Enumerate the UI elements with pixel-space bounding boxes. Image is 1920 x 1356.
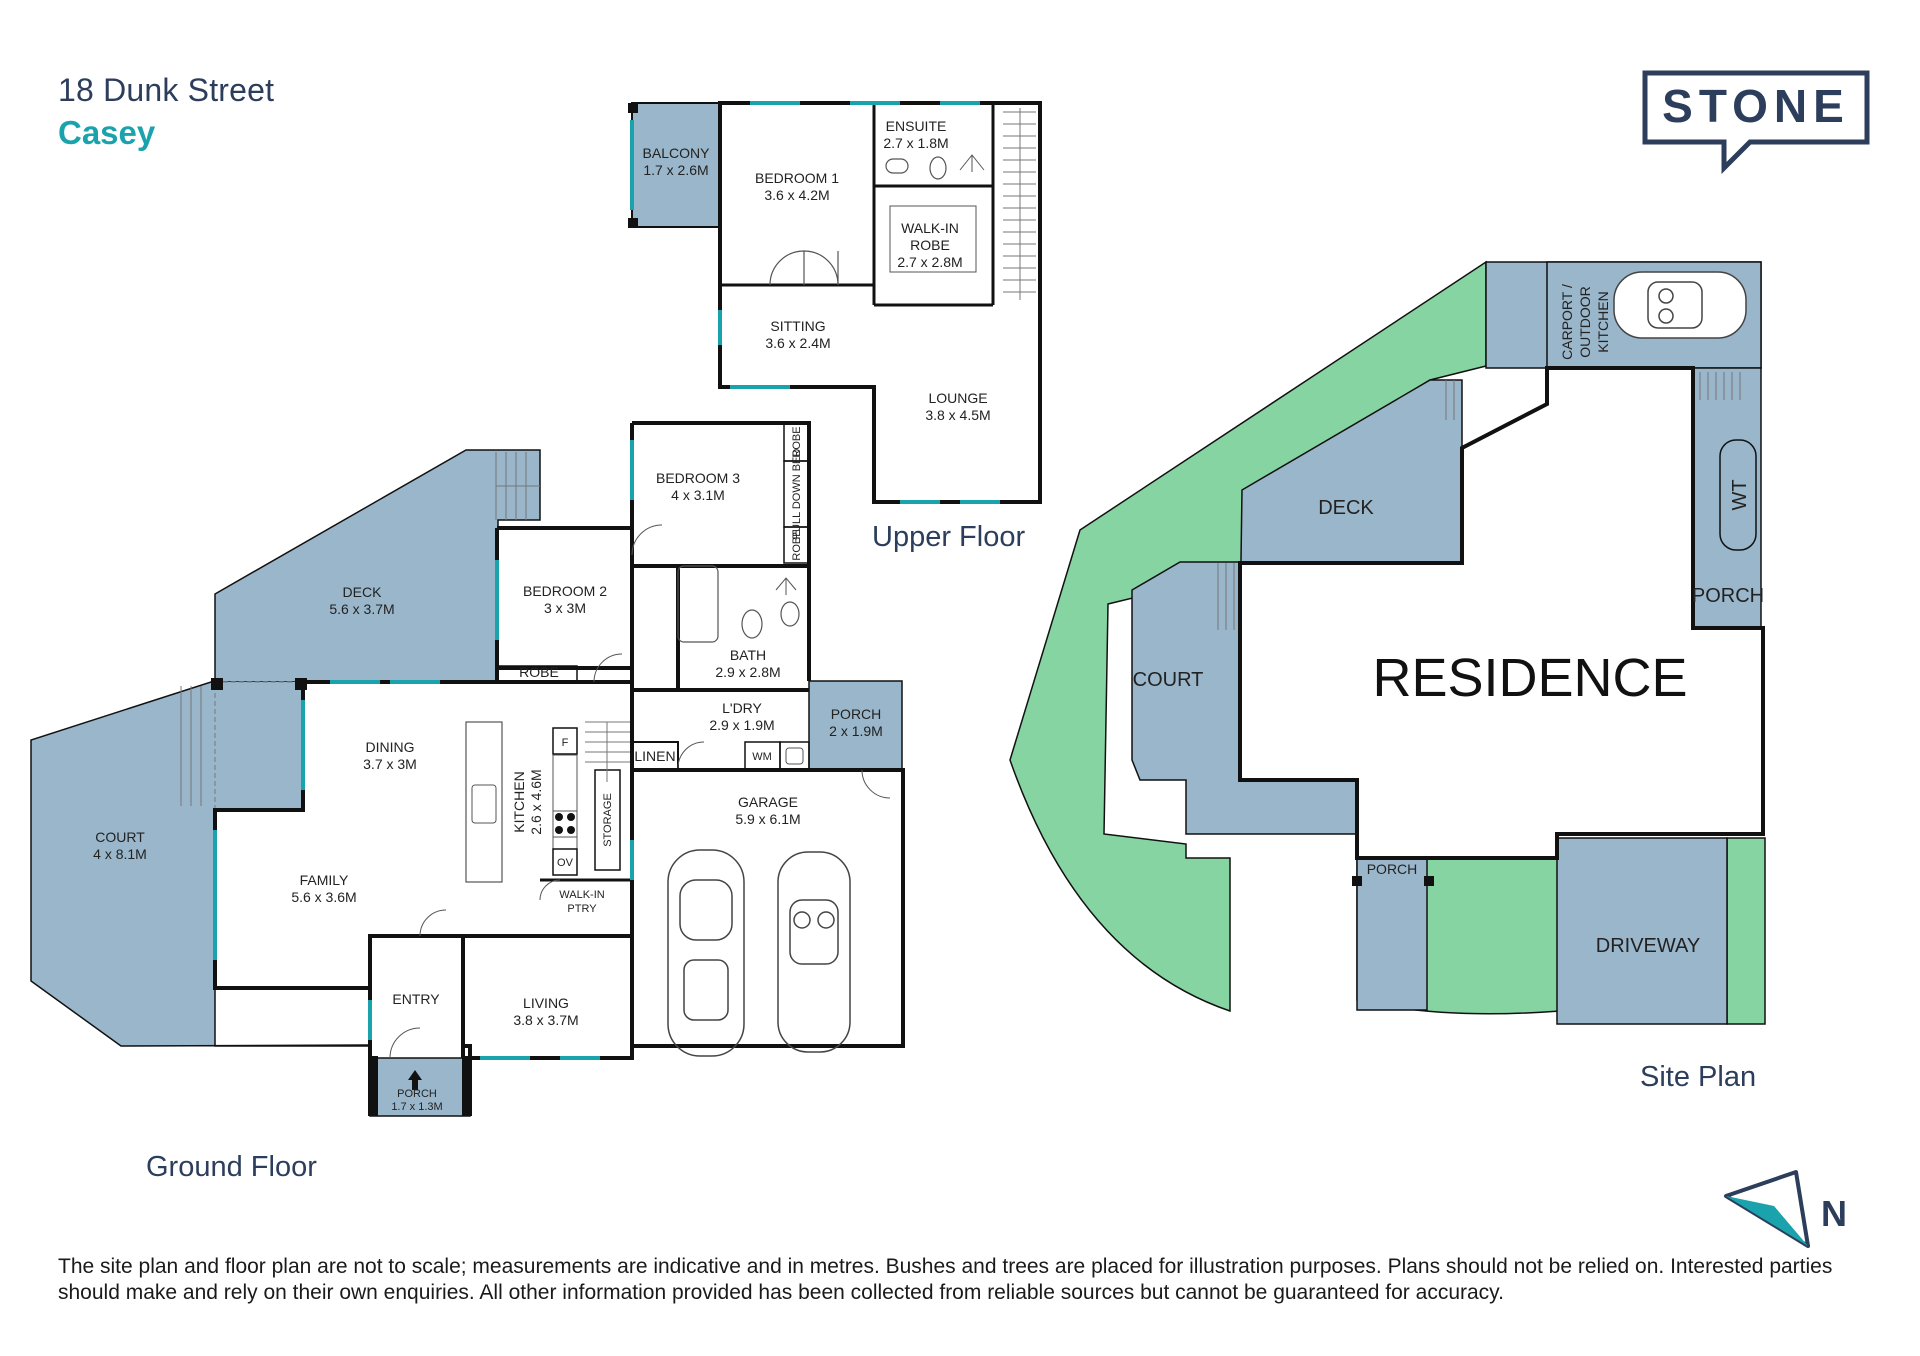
label-residence: RESIDENCE <box>1372 648 1687 708</box>
label-family-size: 5.6 x 3.6M <box>291 889 356 905</box>
label-laundry: L'DRY <box>722 700 762 716</box>
label-lounge: LOUNGE <box>928 390 987 406</box>
label-family: FAMILY <box>300 872 349 888</box>
title-site-plan: Site Plan <box>1640 1061 1756 1093</box>
label-pantry: WALK-IN <box>559 889 604 901</box>
site-garden-east <box>1726 837 1766 1025</box>
label-balcony: BALCONY <box>643 145 711 161</box>
property-suburb: Casey <box>58 114 156 151</box>
label-kitchen: KITCHEN <box>511 771 527 832</box>
label-bedroom3-size: 4 x 3.1M <box>671 487 725 503</box>
upper-floor-outline <box>718 101 1042 504</box>
label-bath: BATH <box>730 647 766 663</box>
site-water-tank <box>1719 439 1757 551</box>
label-site-carport-2: OUTDOOR <box>1577 286 1593 358</box>
label-living-size: 3.8 x 3.7M <box>513 1012 578 1028</box>
label-kitchen-size: 2.6 x 4.6M <box>528 769 544 834</box>
disclaimer-text: The site plan and floor plan are not to … <box>58 1255 1833 1304</box>
label-court: COURT <box>95 829 145 845</box>
compass-n-label: N <box>1821 1193 1847 1234</box>
label-laundry-size: 2.9 x 1.9M <box>709 717 774 733</box>
label-bedroom3: BEDROOM 3 <box>656 470 740 486</box>
logo-text: STONE <box>1662 80 1850 132</box>
label-site-carport-1: CARPORT / <box>1559 284 1575 360</box>
label-site-porch-east: PORCH <box>1692 585 1764 607</box>
label-storage: STORAGE <box>602 793 614 847</box>
label-robe-b3a: ROBE <box>791 426 803 457</box>
title-ground-floor: Ground Floor <box>146 1151 317 1183</box>
label-dining: DINING <box>366 739 415 755</box>
label-wir: WALK-IN <box>901 220 959 236</box>
stone-logo: STONE <box>1642 70 1870 174</box>
upper-floor-plan: BALCONY 1.7 x 2.6M BEDROOM 1 3.6 x 4.2M … <box>628 101 1042 553</box>
title-upper-floor: Upper Floor <box>872 521 1025 553</box>
label-robe-b2: ROBE <box>519 664 559 680</box>
site-driveway <box>1556 837 1728 1025</box>
label-fridge: F <box>562 737 569 749</box>
label-site-driveway: DRIVEWAY <box>1596 935 1700 957</box>
ground-front-porch <box>369 1057 471 1117</box>
label-dining-size: 3.7 x 3M <box>363 756 417 772</box>
label-garage-size: 5.9 x 6.1M <box>735 811 800 827</box>
label-site-porch-south: PORCH <box>1367 861 1418 877</box>
property-address: 18 Dunk Street <box>58 72 275 108</box>
label-porch-east: PORCH <box>831 706 882 722</box>
label-wm: WM <box>752 751 772 763</box>
label-oven: OV <box>557 857 574 869</box>
label-pantry-2: PTRY <box>567 903 597 915</box>
label-bath-size: 2.9 x 2.8M <box>715 664 780 680</box>
label-sitting-size: 3.6 x 2.4M <box>765 335 830 351</box>
label-site-court: COURT <box>1133 669 1204 691</box>
label-ensuite-size: 2.7 x 1.8M <box>883 135 948 151</box>
label-wir-size: 2.7 x 2.8M <box>897 254 962 270</box>
label-bedroom1: BEDROOM 1 <box>755 170 839 186</box>
north-compass: N <box>1724 1170 1847 1248</box>
label-entry: ENTRY <box>392 991 440 1007</box>
label-garage: GARAGE <box>738 794 798 810</box>
label-sitting: SITTING <box>770 318 825 334</box>
label-porch-front-size: 1.7 x 1.3M <box>391 1101 442 1113</box>
label-porch-east-size: 2 x 1.9M <box>829 723 883 739</box>
ground-court <box>30 681 369 1047</box>
label-deck-size: 5.6 x 3.7M <box>329 601 394 617</box>
label-court-size: 4 x 8.1M <box>93 846 147 862</box>
label-balcony-size: 1.7 x 2.6M <box>643 162 708 178</box>
site-plan: RESIDENCE DECK COURT CARPORT / OUTDOOR K… <box>1009 260 1766 1093</box>
label-living: LIVING <box>523 995 569 1011</box>
label-bedroom2: BEDROOM 2 <box>523 583 607 599</box>
label-bedroom1-size: 3.6 x 4.2M <box>764 187 829 203</box>
ground-floor-plan: DECK 5.6 x 3.7M BEDROOM 2 3 x 3M ROBE BE… <box>30 421 905 1183</box>
ground-deck <box>214 449 541 683</box>
label-robe-b3b: ROBE <box>791 529 803 560</box>
label-linen: LINEN <box>634 748 675 764</box>
label-porch-front: PORCH <box>397 1088 437 1100</box>
label-bedroom2-size: 3 x 3M <box>544 600 586 616</box>
label-site-deck: DECK <box>1318 497 1374 519</box>
label-deck: DECK <box>343 584 383 600</box>
ground-east-porch <box>808 680 903 771</box>
label-pulldown-bed: PULL DOWN BED <box>791 449 803 540</box>
label-site-wt: WT <box>1729 479 1751 510</box>
label-wir-2: ROBE <box>910 237 950 253</box>
site-residence <box>1238 366 1765 860</box>
label-ensuite: ENSUITE <box>886 118 947 134</box>
label-site-carport-3: KITCHEN <box>1595 291 1611 352</box>
label-lounge-size: 3.8 x 4.5M <box>925 407 990 423</box>
